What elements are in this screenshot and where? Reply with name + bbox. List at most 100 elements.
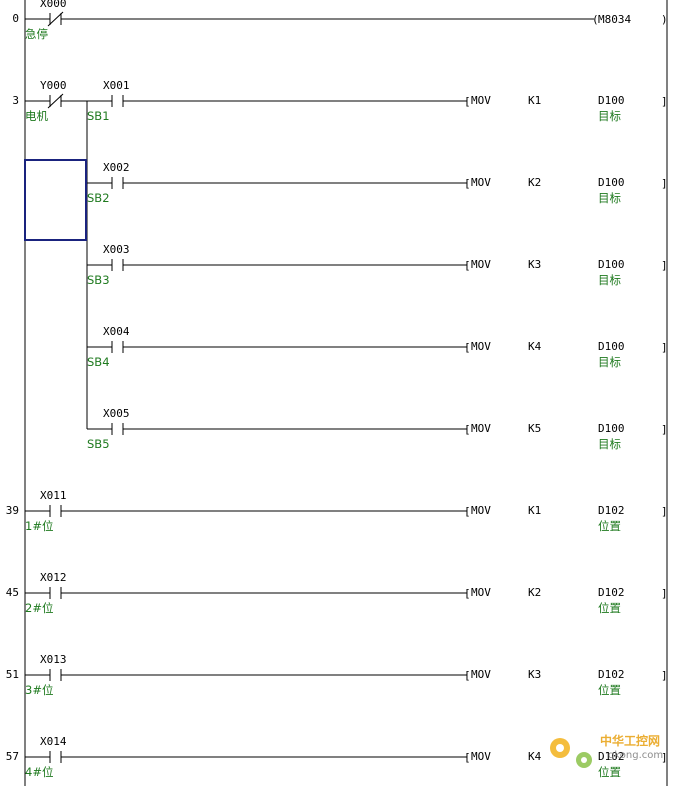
instr-dst-comment: 位置 [598, 683, 621, 697]
rung-45[interactable]: 45 X012 2#位 [ MOV K2 D102 位置 ] [6, 571, 668, 615]
instr-dst-comment: 位置 [598, 765, 621, 779]
rung-39[interactable]: 39 X011 1#位 [ MOV K1 D102 位置 ] [6, 489, 668, 533]
instr-op: MOV [471, 340, 491, 353]
no-contact-x013[interactable] [49, 669, 62, 681]
instr-dst: D102 [598, 504, 625, 517]
instr-dst: D100 [598, 340, 625, 353]
instr-op: MOV [471, 94, 491, 107]
instr-src: K5 [528, 422, 541, 435]
rung-0[interactable]: 0 X000 急停 ( M8034 ) [12, 0, 667, 41]
step-number: 51 [6, 668, 19, 681]
instr-bracket-left: [ [464, 669, 471, 682]
step-number: 57 [6, 750, 19, 763]
instr-src: K1 [528, 94, 541, 107]
no-contact-x004[interactable] [111, 341, 124, 353]
no-contact-x003[interactable] [111, 259, 124, 271]
contact-comment: SB5 [87, 437, 110, 451]
instr-dst-comment: 目标 [598, 355, 621, 369]
instr-bracket-right: ] [661, 341, 668, 354]
branch-x001[interactable]: X001 SB1 [ MOV K1 D100 目标 ] [87, 79, 668, 123]
coil-address: M8034 [598, 13, 631, 26]
instr-bracket-right: ] [661, 751, 668, 764]
instr-bracket-left: [ [464, 751, 471, 764]
coil-open-paren: ( [592, 13, 599, 26]
branch-x002[interactable]: X002 SB2 [ MOV K2 D100 目标 ] [87, 161, 668, 205]
rung-57[interactable]: 57 X014 4#位 [ MOV K4 D102 位置 ] [6, 735, 668, 779]
instr-src: K4 [528, 340, 542, 353]
branch-x004[interactable]: X004 SB4 [ MOV K4 D100 目标 ] [87, 325, 668, 369]
contact-address: X000 [40, 0, 67, 10]
watermark-domain: gkong.com [608, 750, 663, 761]
contact-comment: 4#位 [25, 765, 53, 779]
instr-src: K4 [528, 750, 542, 763]
instr-bracket-left: [ [464, 259, 471, 272]
instr-bracket-left: [ [464, 341, 471, 354]
instr-dst-comment: 目标 [598, 109, 621, 123]
contact-address: X003 [103, 243, 130, 256]
contact-comment: 1#位 [25, 519, 53, 533]
instr-src: K3 [528, 668, 541, 681]
instr-bracket-right: ] [661, 177, 668, 190]
contact-comment: 电机 [25, 109, 48, 123]
contact-comment: 急停 [25, 27, 48, 41]
step-number: 3 [12, 94, 19, 107]
instr-bracket-left: [ [464, 423, 471, 436]
instr-src: K2 [528, 176, 541, 189]
contact-comment: SB1 [87, 109, 110, 123]
rung-51[interactable]: 51 X013 3#位 [ MOV K3 D102 位置 ] [6, 653, 668, 697]
contact-comment: SB4 [87, 355, 110, 369]
contact-address: X001 [103, 79, 130, 92]
rung-3[interactable]: 3 Y000 电机 [12, 79, 112, 429]
nc-contact-y000[interactable] [47, 93, 64, 109]
instr-op: MOV [471, 750, 491, 763]
instr-bracket-right: ] [661, 423, 668, 436]
instr-bracket-left: [ [464, 95, 471, 108]
contact-comment: SB3 [87, 273, 110, 287]
no-contact-x011[interactable] [49, 505, 62, 517]
instr-bracket-right: ] [661, 259, 668, 272]
instr-dst: D102 [598, 586, 625, 599]
instr-bracket-left: [ [464, 505, 471, 518]
contact-address: X005 [103, 407, 130, 420]
nc-contact-x000[interactable] [47, 11, 64, 27]
instr-dst-comment: 位置 [598, 601, 621, 615]
contact-address: X002 [103, 161, 130, 174]
no-contact-x001[interactable] [111, 95, 124, 107]
contact-address: X011 [40, 489, 67, 502]
contact-comment: 3#位 [25, 683, 53, 697]
instr-op: MOV [471, 668, 491, 681]
contact-comment: 2#位 [25, 601, 53, 615]
step-number: 39 [6, 504, 19, 517]
no-contact-x002[interactable] [111, 177, 124, 189]
instr-dst: D102 [598, 750, 625, 763]
selection-cursor[interactable] [24, 159, 87, 241]
instr-dst: D102 [598, 668, 625, 681]
step-number: 45 [6, 586, 19, 599]
instr-dst-comment: 目标 [598, 437, 621, 451]
instr-bracket-left: [ [464, 177, 471, 190]
instr-op: MOV [471, 586, 491, 599]
instr-dst-comment: 位置 [598, 519, 621, 533]
contact-address: X012 [40, 571, 67, 584]
instr-op: MOV [471, 422, 491, 435]
instr-op: MOV [471, 258, 491, 271]
watermark-title: 中华工控网 [600, 733, 660, 748]
instr-op: MOV [471, 176, 491, 189]
instr-dst-comment: 目标 [598, 273, 621, 287]
instr-bracket-right: ] [661, 587, 668, 600]
contact-address: Y000 [40, 79, 67, 92]
instr-dst-comment: 目标 [598, 191, 621, 205]
coil-close-paren: ) [661, 13, 668, 26]
branch-x005[interactable]: X005 SB5 [ MOV K5 D100 目标 ] [87, 407, 668, 451]
no-contact-x012[interactable] [49, 587, 62, 599]
no-contact-x014[interactable] [49, 751, 62, 763]
contact-address: X004 [103, 325, 130, 338]
contact-address: X013 [40, 653, 67, 666]
branch-x003[interactable]: X003 SB3 [ MOV K3 D100 目标 ] [87, 243, 668, 287]
instr-bracket-right: ] [661, 669, 668, 682]
instr-dst: D100 [598, 422, 625, 435]
instr-src: K2 [528, 586, 541, 599]
no-contact-x005[interactable] [111, 423, 124, 435]
instr-src: K1 [528, 504, 541, 517]
